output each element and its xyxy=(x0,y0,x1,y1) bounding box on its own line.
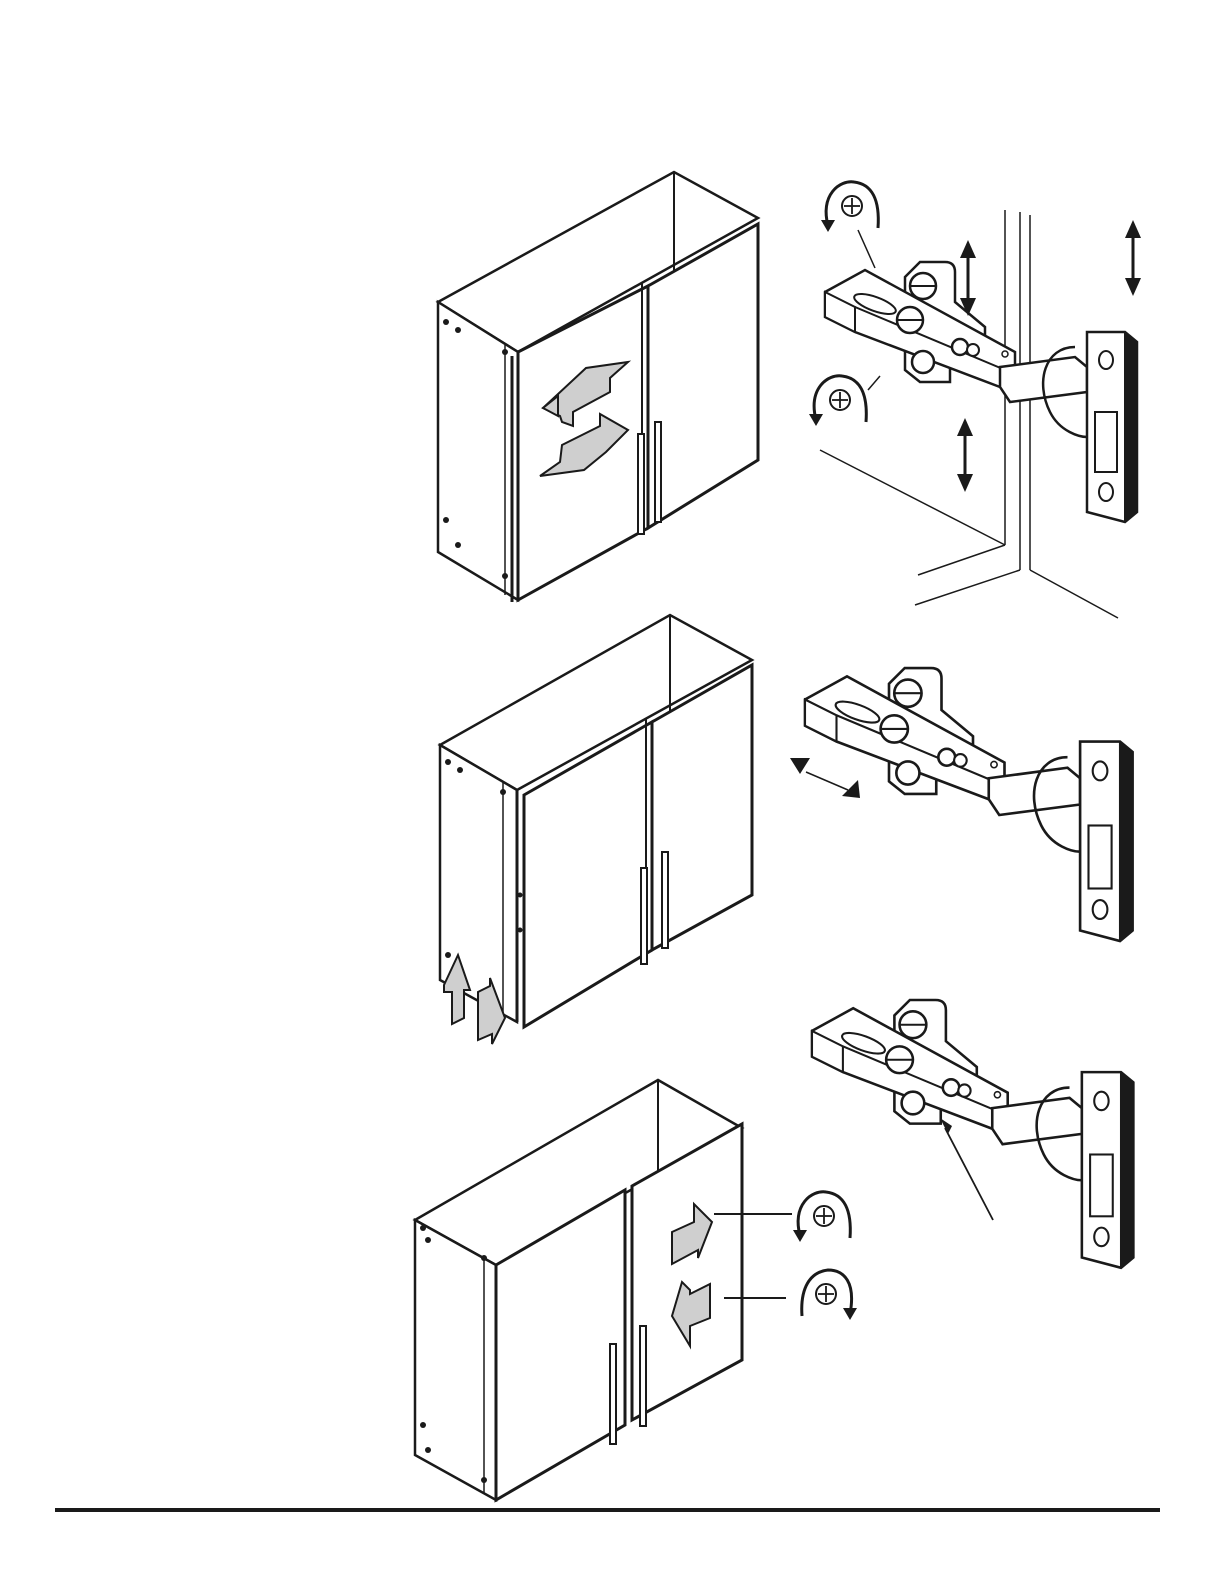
screw-rotate-ccw-icon xyxy=(809,376,880,426)
screw-rotate-cw-icon xyxy=(802,1270,857,1320)
step3-cabinet xyxy=(415,1080,742,1500)
depth-triangle-arrows-icon xyxy=(790,758,860,798)
double-arrow-vertical-icon xyxy=(957,418,973,492)
step3-hinge xyxy=(812,1000,1133,1268)
double-arrow-vertical-icon xyxy=(960,240,976,316)
screw-rotate-ccw-icon xyxy=(793,1192,850,1242)
screw-rotate-ccw-icon xyxy=(821,182,878,268)
step2-hinge xyxy=(805,668,1133,941)
double-arrow-vertical-icon xyxy=(1125,220,1141,296)
leader-line xyxy=(940,1118,993,1220)
step2-cabinet xyxy=(440,615,752,1027)
